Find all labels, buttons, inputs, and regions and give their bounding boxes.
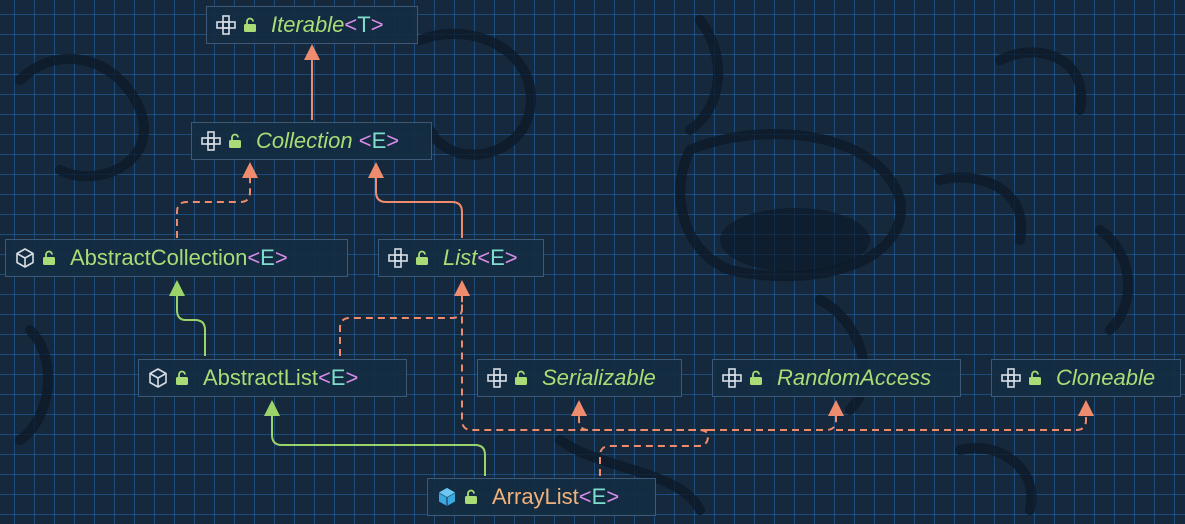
arrowhead-serializable: [571, 400, 587, 416]
node-name: RandomAccess: [777, 365, 932, 390]
node-abstract-collection[interactable]: AbstractCollection<E>: [5, 239, 348, 277]
node-iterable[interactable]: Iterable<T>: [206, 6, 418, 44]
type-parameter: E: [591, 484, 607, 509]
public-lock-icon: [244, 17, 256, 32]
arrowhead-abstractcollection: [169, 280, 185, 296]
type-open-bracket: <: [344, 12, 358, 37]
node-list[interactable]: List<E>: [378, 239, 544, 277]
node-name: AbstractCollection: [70, 245, 248, 270]
type-parameter: E: [490, 245, 505, 270]
type-close-bracket: >: [606, 484, 620, 509]
arrowhead-cloneable: [1078, 400, 1094, 416]
interface-icon: [722, 368, 742, 388]
edge-arraylist-implements-serializable: [578, 416, 708, 431]
node-random-access[interactable]: RandomAccess: [712, 359, 961, 397]
arrowhead-list: [454, 280, 470, 296]
type-open-bracket: <: [578, 484, 592, 509]
node-cloneable[interactable]: Cloneable: [991, 359, 1181, 397]
edge-arraylist-implements-randomaccess: [708, 416, 837, 431]
interface-icon: [216, 15, 236, 35]
arrowhead-abstractlist: [264, 400, 280, 416]
public-lock-icon: [515, 370, 527, 385]
node-name: ArrayList: [492, 484, 579, 509]
edge-arraylist-implements-cloneable: [836, 416, 1087, 431]
type-open-bracket: <: [477, 245, 491, 270]
public-lock-icon: [1029, 370, 1041, 385]
node-name: Iterable: [271, 12, 345, 37]
type-close-bracket: >: [370, 12, 384, 37]
public-lock-icon: [750, 370, 762, 385]
type-parameter: E: [371, 128, 387, 153]
public-lock-icon: [229, 133, 241, 148]
node-name: Serializable: [542, 365, 656, 390]
node-name: AbstractList: [203, 365, 318, 390]
public-lock-icon: [416, 250, 428, 265]
type-close-bracket: >: [504, 245, 518, 270]
type-open-bracket: <: [247, 245, 261, 270]
abstract-class-icon: [16, 248, 34, 268]
type-close-bracket: >: [386, 128, 400, 153]
edge-abstractcollection-implements-collection: [176, 178, 251, 238]
type-parameter: E: [260, 245, 275, 270]
public-lock-icon: [465, 489, 477, 504]
abstract-class-icon: [149, 368, 167, 388]
interface-icon: [487, 368, 507, 388]
node-array-list[interactable]: ArrayList<E>: [427, 478, 656, 516]
type-close-bracket: >: [274, 245, 288, 270]
type-close-bracket: >: [345, 365, 359, 390]
node-name: List: [443, 245, 478, 270]
edge-arraylist-implements-list: [461, 296, 710, 476]
type-open-bracket: <: [317, 365, 331, 390]
arrowhead-randomaccess: [828, 400, 844, 416]
edge-abstractlist-implements-list: [339, 296, 463, 356]
interface-icon: [388, 248, 408, 268]
arrowhead-collection-left: [242, 162, 258, 178]
edge-arraylist-extends-abstractlist: [271, 416, 486, 476]
type-parameter: E: [330, 365, 346, 390]
edge-list-extends-collection: [375, 178, 463, 238]
arrowhead-collection-right: [368, 162, 384, 178]
node-serializable[interactable]: Serializable: [477, 359, 682, 397]
class-icon: [438, 488, 456, 506]
arrowhead-iterable: [304, 44, 320, 60]
type-parameter: T: [357, 12, 371, 37]
node-abstract-list[interactable]: AbstractList<E>: [138, 359, 407, 397]
interface-icon: [1001, 368, 1021, 388]
node-name: Cloneable: [1056, 365, 1156, 390]
type-open-bracket: <: [358, 128, 372, 153]
node-collection[interactable]: Collection <E>: [191, 122, 432, 160]
public-lock-icon: [43, 250, 55, 265]
edge-abstractlist-extends-abstractcollection: [176, 296, 206, 356]
public-lock-icon: [176, 370, 188, 385]
interface-icon: [201, 131, 221, 151]
node-name: Collection: [256, 128, 353, 153]
